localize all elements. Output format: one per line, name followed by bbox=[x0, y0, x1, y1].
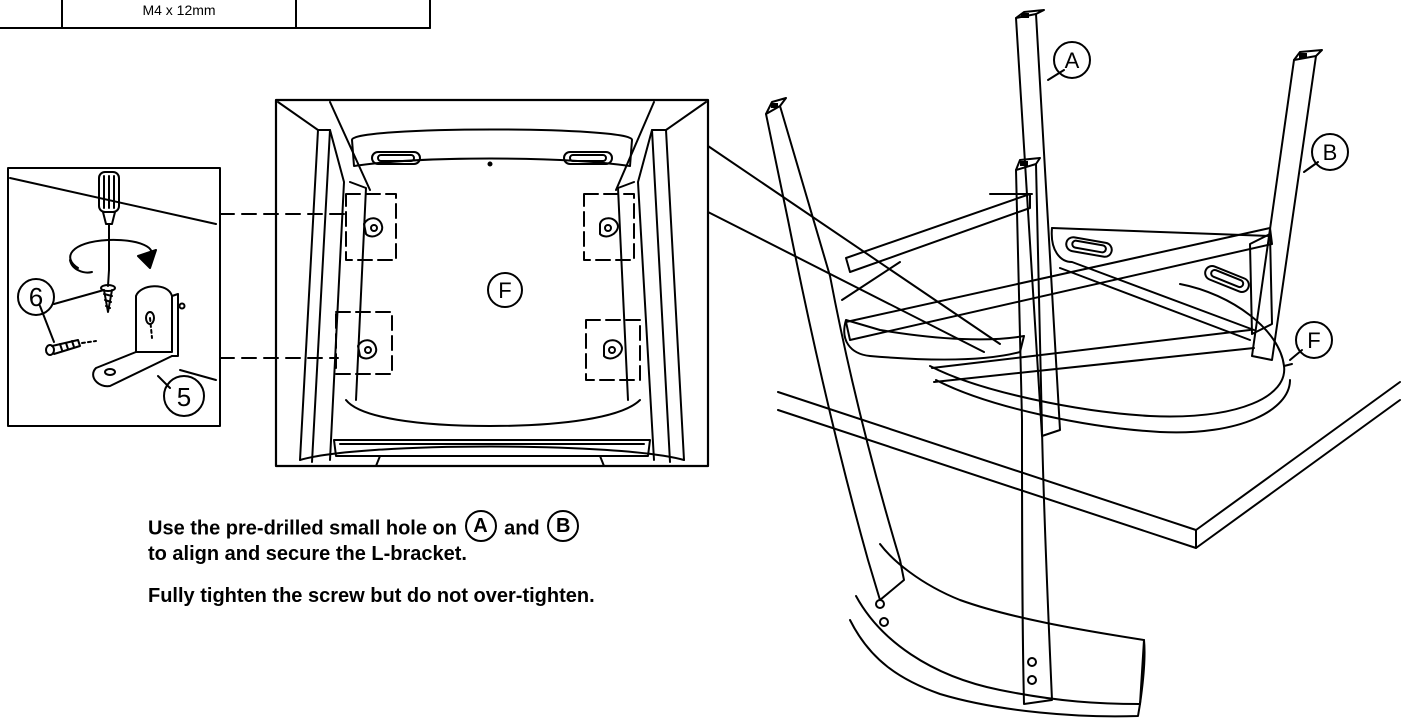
chair-illustration: A B F bbox=[765, 9, 1401, 718]
instruction-line-1: Use the pre-drilled small hole on A and … bbox=[148, 510, 581, 542]
screw-icon-2 bbox=[45, 339, 97, 356]
leg-front-left bbox=[765, 97, 905, 627]
table-surface bbox=[777, 193, 1401, 549]
bracket-top-left-icon bbox=[363, 217, 384, 238]
bracket-inset: 6 5 bbox=[7, 167, 221, 427]
leg-front-right bbox=[1015, 157, 1053, 705]
bracket-bottom-right-icon bbox=[603, 339, 623, 360]
rotate-arrow-icon bbox=[69, 238, 157, 274]
part-a-badge: A bbox=[464, 510, 497, 542]
l-bracket-icon bbox=[92, 285, 186, 388]
callout-bracket-5-label: 5 bbox=[177, 382, 191, 412]
backrest bbox=[849, 543, 1146, 718]
seat-panel bbox=[929, 283, 1293, 434]
screw-size-label: M4 x 12mm bbox=[142, 2, 215, 18]
part-b-badge: B bbox=[547, 510, 580, 542]
screw-icon bbox=[100, 284, 116, 313]
callout-leg-a-label: A bbox=[1065, 48, 1080, 73]
callout-seat-f-detail bbox=[487, 272, 523, 308]
bracket-bottom-left-icon bbox=[357, 339, 378, 360]
instruction-line-1-prefix: Use the pre-drilled small hole on bbox=[148, 517, 457, 540]
detail-view: F bbox=[274, 98, 710, 468]
zoom-line-bottom bbox=[707, 211, 985, 353]
callout-seat-f-label: F bbox=[1307, 328, 1320, 353]
instruction-line-2: to align and secure the L-bracket. bbox=[148, 543, 467, 565]
parts-table: M4 x 12mm bbox=[0, 0, 431, 29]
rail-cross bbox=[845, 227, 1273, 341]
callout-seat-f bbox=[1295, 321, 1333, 359]
callout-bracket-5 bbox=[163, 375, 205, 417]
leg-a bbox=[1015, 9, 1061, 437]
zoom-line-top bbox=[707, 145, 1001, 345]
seat-frame bbox=[845, 193, 1273, 383]
callout-screw-6-label: 6 bbox=[29, 282, 43, 312]
callout-leg-a bbox=[1053, 41, 1091, 79]
callout-leg-b-label: B bbox=[1323, 140, 1338, 165]
leg-b bbox=[1251, 49, 1323, 361]
instruction-line-1-and: and bbox=[504, 517, 540, 540]
screwdriver-icon bbox=[98, 171, 120, 287]
callout-screw-6 bbox=[17, 278, 55, 316]
instruction-line-3: Fully tighten the screw but do not over-… bbox=[148, 585, 595, 607]
callout-seat-f-detail-label: F bbox=[498, 278, 511, 303]
bracket-top-right-icon bbox=[599, 217, 619, 238]
back-top-rail bbox=[843, 319, 1025, 361]
callout-leg-b bbox=[1311, 133, 1349, 171]
